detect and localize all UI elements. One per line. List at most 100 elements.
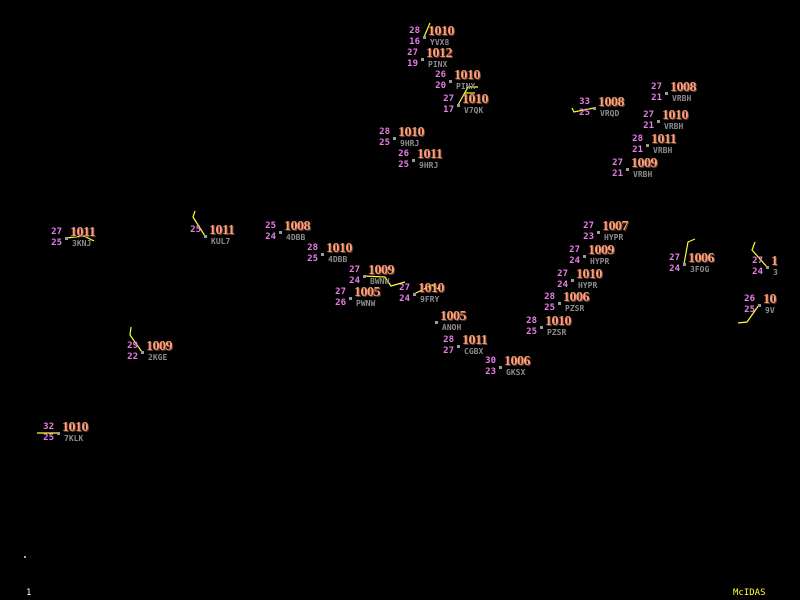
- station-marker: [421, 58, 424, 61]
- wind-barb: [363, 275, 406, 287]
- pressure: 1009: [368, 263, 395, 278]
- temperature: 27: [612, 158, 623, 168]
- dewpoint: 24: [265, 232, 276, 242]
- station-id: PZSR: [547, 328, 567, 337]
- temperature: 27: [569, 245, 580, 255]
- wind-barb: [65, 235, 95, 242]
- temperature: 28: [379, 127, 390, 137]
- wind-barb: [413, 284, 441, 295]
- station-id: HYPR: [604, 233, 624, 242]
- station-marker: [558, 302, 561, 305]
- wind-barb: [129, 326, 143, 353]
- dewpoint: 24: [557, 280, 568, 290]
- temperature: 32: [43, 422, 54, 432]
- wind-barb: [737, 304, 760, 324]
- pressure: 1010: [462, 92, 489, 107]
- dewpoint: 24: [349, 276, 360, 286]
- pressure: 1005: [354, 285, 381, 300]
- dewpoint: 25: [379, 138, 390, 148]
- temperature: 28: [307, 243, 318, 253]
- station-id: 3FOG: [690, 265, 710, 274]
- wind-barb: [571, 107, 595, 113]
- station-marker: [141, 351, 144, 354]
- dewpoint: 23: [583, 232, 594, 242]
- station-marker: [499, 366, 502, 369]
- temperature: 27: [583, 221, 594, 231]
- dewpoint: 27: [443, 346, 454, 356]
- pressure: 1008: [670, 80, 697, 95]
- station-id: CGBX: [464, 347, 484, 356]
- temperature: 27: [669, 253, 680, 263]
- station-marker: [758, 304, 761, 307]
- station-id: BWNW: [370, 277, 390, 286]
- pressure: 1010: [662, 108, 689, 123]
- temperature: 27: [349, 265, 360, 275]
- pressure: 1011: [70, 225, 96, 240]
- dewpoint: 21: [643, 121, 654, 131]
- pressure: 1011: [209, 223, 235, 238]
- pressure: 1009: [146, 339, 173, 354]
- wind-barb: [751, 241, 768, 268]
- marker-dot: [24, 556, 26, 558]
- dewpoint: 21: [632, 145, 643, 155]
- frame-number: 1: [26, 588, 32, 598]
- pressure: 1008: [284, 219, 311, 234]
- station-marker: [449, 80, 452, 83]
- station-marker: [766, 266, 769, 269]
- station-id: 3KNJ: [72, 239, 92, 248]
- station-id: VRBH: [653, 146, 673, 155]
- temperature: 27: [399, 283, 410, 293]
- dewpoint: 21: [651, 93, 662, 103]
- dewpoint: 24: [669, 264, 680, 274]
- station-id: VRQD: [600, 109, 620, 118]
- station-id: PWNW: [356, 299, 376, 308]
- pressure: 1006: [504, 354, 531, 369]
- pressure: 1: [771, 254, 778, 269]
- dewpoint: 23: [485, 367, 496, 377]
- wind-barb: [192, 210, 206, 237]
- temperature: 27: [51, 227, 62, 237]
- brand-label: McIDAS: [733, 588, 766, 598]
- dewpoint: 25: [544, 303, 555, 313]
- station-id: PINX: [428, 60, 448, 69]
- station-marker: [413, 293, 416, 296]
- pressure: 10: [763, 292, 777, 307]
- station-marker: [393, 137, 396, 140]
- temperature: 28: [526, 316, 537, 326]
- station-id: HYPR: [578, 281, 598, 290]
- temperature: 28: [443, 335, 454, 345]
- station-marker: [279, 231, 282, 234]
- wind-barb: [683, 238, 696, 265]
- pressure: 1005: [440, 309, 467, 324]
- pressure: 1006: [563, 290, 590, 305]
- station-marker: [583, 255, 586, 258]
- station-marker: [683, 263, 686, 266]
- station-id: 7KLK: [64, 434, 84, 443]
- station-id: V7QK: [464, 106, 484, 115]
- station-id: 3: [773, 268, 778, 277]
- pressure: 1007: [602, 219, 629, 234]
- temperature: 25: [265, 221, 276, 231]
- temperature: 27: [443, 94, 454, 104]
- station-marker: [65, 237, 68, 240]
- temperature: 27: [407, 48, 418, 58]
- station-marker: [457, 345, 460, 348]
- temperature: 28: [409, 26, 420, 36]
- station-marker: [321, 253, 324, 256]
- temperature: 28: [632, 134, 643, 144]
- dewpoint: 26: [335, 298, 346, 308]
- station-id: VRBH: [672, 94, 692, 103]
- dewpoint: 25: [43, 433, 54, 443]
- dewpoint: 17: [443, 105, 454, 115]
- temperature: 25: [190, 225, 201, 235]
- station-id: HYPR: [590, 257, 610, 266]
- dewpoint: 22: [127, 352, 138, 362]
- dewpoint: 21: [612, 169, 623, 179]
- dewpoint: 25: [307, 254, 318, 264]
- pressure: 1009: [588, 243, 615, 258]
- station-marker: [665, 92, 668, 95]
- station-marker: [626, 168, 629, 171]
- station-marker: [597, 231, 600, 234]
- pressure: 1010: [428, 24, 455, 39]
